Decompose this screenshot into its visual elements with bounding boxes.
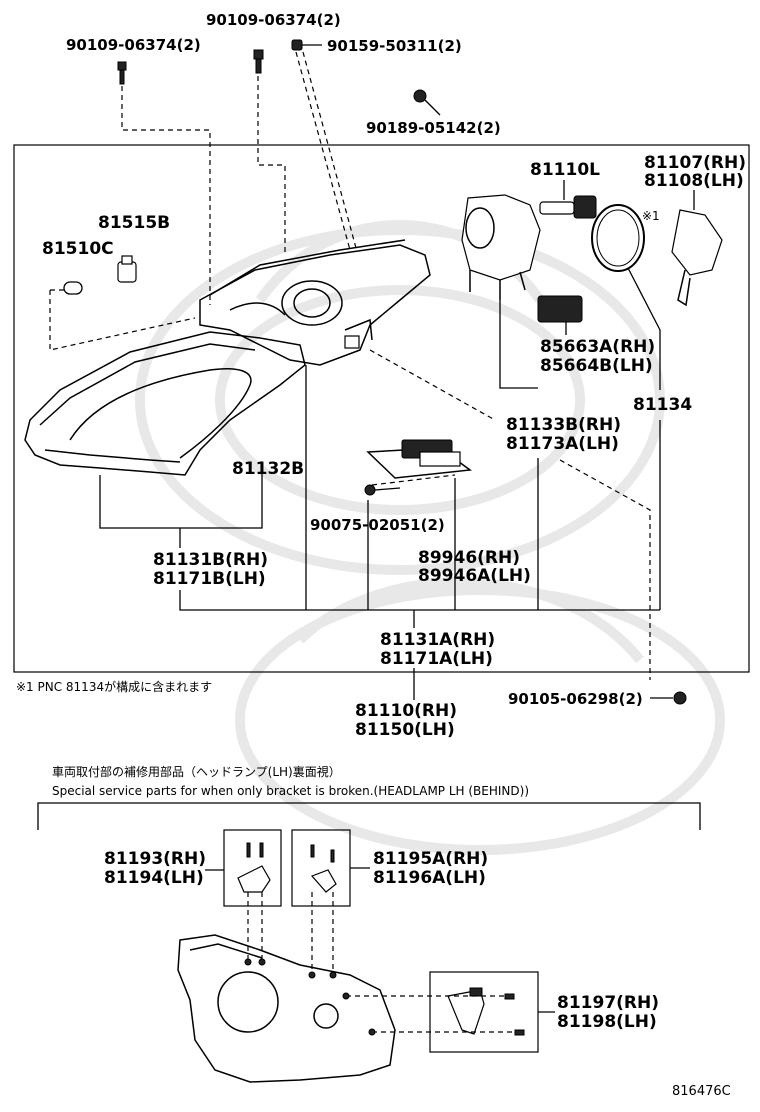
watermark-emblem	[135, 220, 725, 855]
label-90075: 90075-02051(2)	[310, 516, 445, 534]
label-81107: 81107(RH)	[644, 153, 746, 173]
bracket-81195A-box	[291, 829, 351, 907]
label-81173A: 81173A(LH)	[506, 434, 619, 454]
bracket-81197-box	[429, 971, 539, 1053]
label-81110L: 81110L	[530, 160, 600, 180]
label-81193: 81193(RH)	[104, 849, 206, 869]
projector-module	[461, 194, 541, 300]
label-81198: 81198(LH)	[557, 1012, 657, 1032]
label-81132B: 81132B	[232, 459, 304, 479]
clip-90159	[291, 39, 322, 51]
nut-90189	[413, 89, 427, 103]
label-81110: 81110(RH)	[355, 701, 457, 721]
bulb-81110L	[539, 195, 597, 219]
label-90189: 90189-05142(2)	[366, 119, 501, 137]
gasket-81134	[591, 204, 645, 272]
label-81515B: 81515B	[98, 213, 170, 233]
label-90105: 90105-06298(2)	[508, 690, 643, 708]
bracket-81193-box	[223, 829, 282, 907]
label-81150: 81150(LH)	[355, 720, 455, 740]
bolt-90109-left	[117, 61, 127, 85]
label-81196A: 81196A(LH)	[373, 868, 486, 888]
label-81194: 81194(LH)	[104, 868, 204, 888]
screw-90075	[364, 484, 401, 496]
headlamp-housing	[199, 239, 431, 366]
bolt-90109-top	[253, 49, 264, 74]
section-title-jp: 車両取付部の補修用部品（ヘッドランプ(LH)裏面視）	[52, 764, 341, 779]
footnote: ※1 PNC 81134が構成に含まれます	[16, 679, 212, 694]
label-90109-left: 90109-06374(2)	[66, 36, 201, 54]
label-81171B: 81171B(LH)	[153, 569, 266, 589]
lower-section-bracket	[37, 802, 701, 830]
label-81197: 81197(RH)	[557, 993, 659, 1013]
connector-85663A	[537, 295, 583, 323]
label-89946A: 89946A(LH)	[418, 566, 531, 586]
label-81133B: 81133B(RH)	[506, 415, 621, 435]
ecu-module-89946	[366, 439, 473, 479]
label-90109-top: 90109-06374(2)	[206, 11, 341, 29]
label-89946: 89946(RH)	[418, 548, 520, 568]
socket-81515B	[117, 255, 137, 283]
diagram-code: 816476C	[672, 1084, 731, 1099]
bulb-81510C	[63, 281, 83, 295]
label-85664B: 85664B(LH)	[540, 356, 653, 376]
label-81510C: 81510C	[42, 239, 114, 259]
cap-81107	[671, 209, 723, 307]
label-mark1: ※1	[642, 209, 660, 223]
label-81195A: 81195A(RH)	[373, 849, 488, 869]
label-81131B: 81131B(RH)	[153, 550, 268, 570]
label-81108: 81108(LH)	[644, 171, 744, 191]
label-81134: 81134	[633, 395, 692, 415]
screw-90105	[673, 691, 687, 705]
label-85663A: 85663A(RH)	[540, 337, 655, 357]
section-title-en: Special service parts for when only brac…	[52, 784, 529, 798]
main-assembly-frame	[13, 144, 750, 673]
headlamp-lens	[24, 331, 306, 476]
label-81131A: 81131A(RH)	[380, 630, 495, 650]
label-81171A: 81171A(LH)	[380, 649, 493, 669]
headlamp-back-view	[177, 934, 396, 1083]
label-90159: 90159-50311(2)	[327, 37, 462, 55]
